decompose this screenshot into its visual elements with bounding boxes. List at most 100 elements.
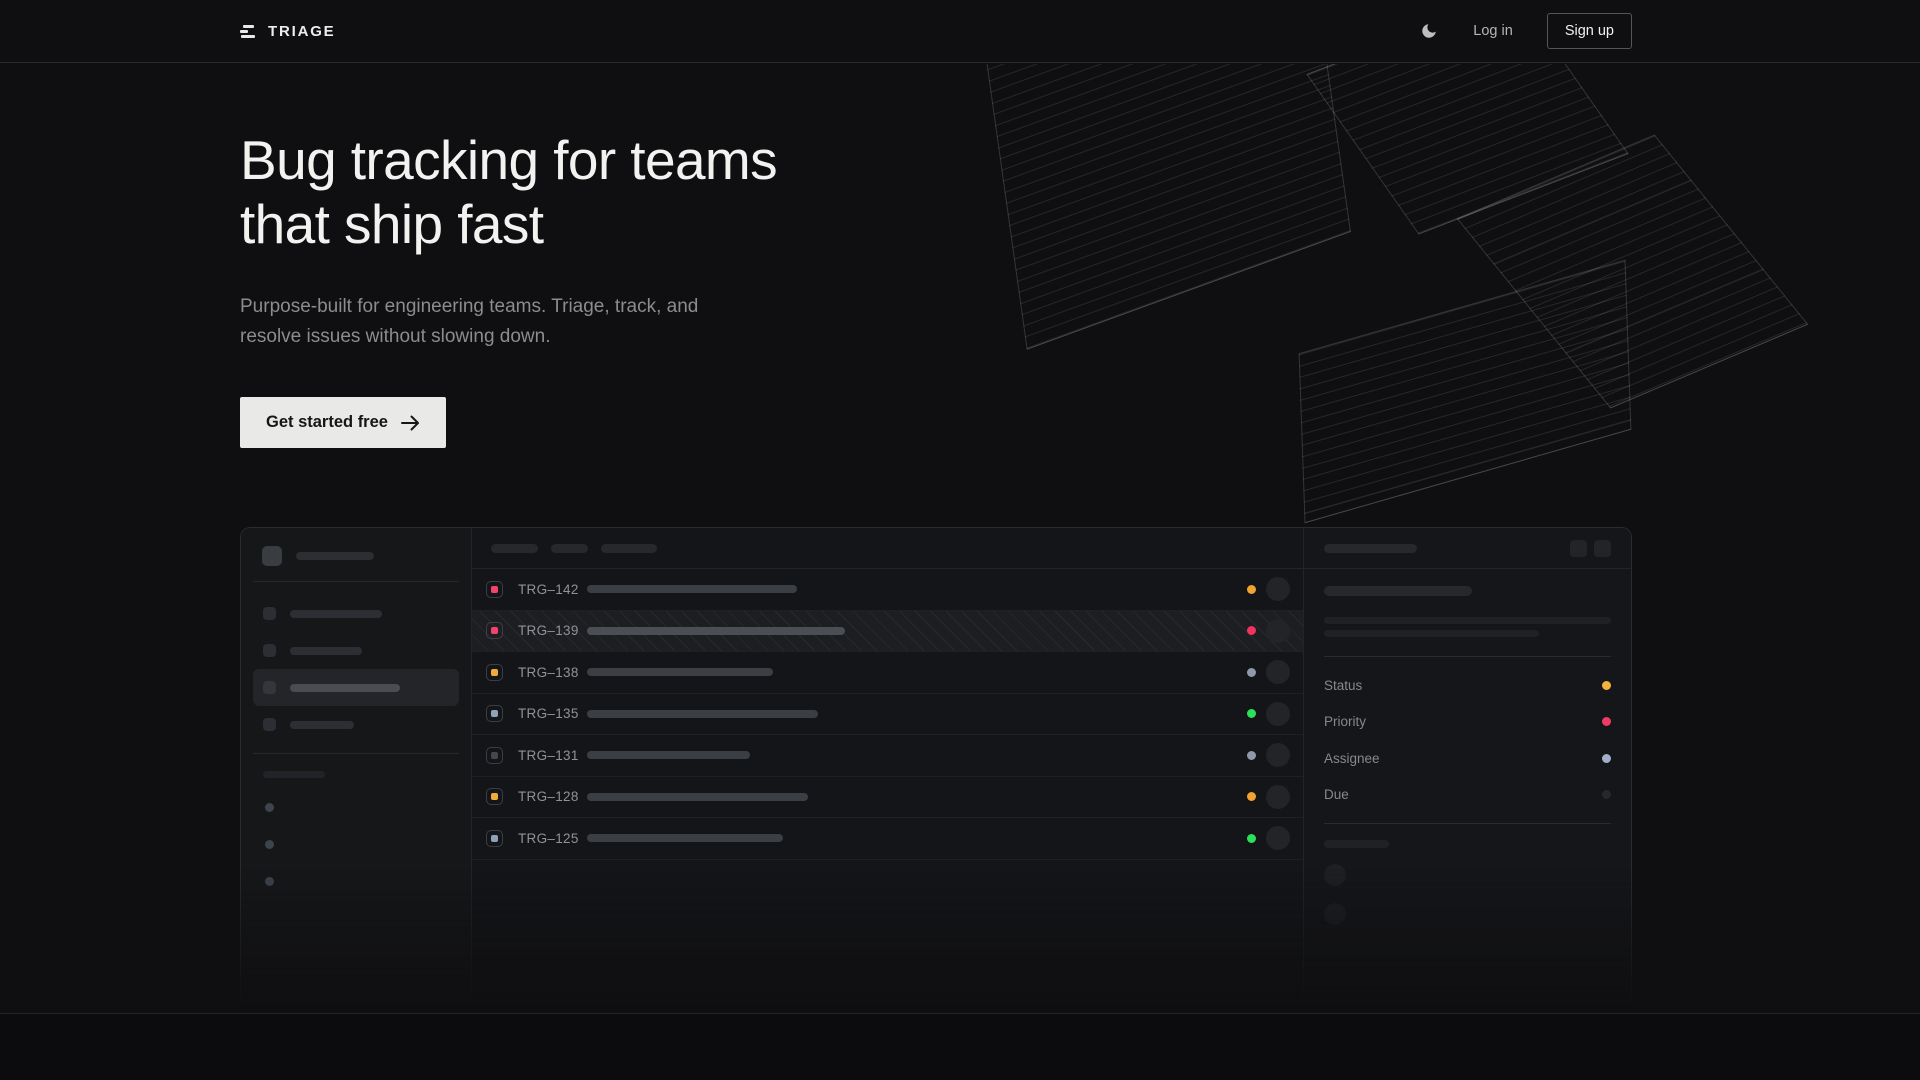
sidebar-nav-item-active [253, 669, 459, 706]
sidebar-nav-item [253, 706, 459, 743]
issue-title-skeleton [586, 834, 783, 843]
detail-title-skeleton [1324, 543, 1417, 553]
nav-icon-skeleton [263, 718, 276, 731]
sidebar-nav-item [253, 632, 459, 669]
detail-heading-skeleton [1324, 586, 1472, 596]
mockup-detail-panel: Status Priority Assignee Due [1304, 528, 1631, 1012]
field-value-dot [1602, 717, 1611, 727]
issue-row: TRG–128 [472, 777, 1303, 818]
wireframe-panel [1298, 259, 1632, 524]
detail-field-assignee: Assignee [1324, 740, 1611, 777]
mockup-sidebar [241, 528, 472, 1012]
issue-type-icon [486, 622, 503, 640]
nav-icon-skeleton [263, 607, 276, 620]
issue-row-selected: TRG–139 [472, 610, 1303, 652]
detail-divider [1324, 823, 1611, 824]
issue-status-dot [1247, 709, 1256, 719]
detail-field-due: Due [1324, 777, 1611, 814]
detail-action-skeleton [1570, 539, 1587, 557]
detail-text-skeleton [1324, 617, 1611, 624]
field-value-dot [1602, 790, 1611, 800]
arrow-right-icon [400, 415, 419, 430]
field-label: Priority [1324, 714, 1367, 730]
detail-header [1304, 528, 1631, 569]
issue-id: TRG–142 [518, 581, 579, 597]
tab-skeleton [551, 543, 588, 553]
brand-logo[interactable]: TRIAGE [240, 23, 335, 40]
issue-row: TRG–125 [472, 818, 1303, 860]
footer-section [0, 1013, 1920, 1080]
issue-type-icon [486, 746, 503, 764]
sidebar-dot [265, 877, 274, 886]
field-value-dot [1602, 680, 1611, 690]
nav-label-skeleton [290, 646, 362, 655]
detail-section-skeleton [1324, 840, 1389, 848]
issue-row: TRG–142 [472, 569, 1303, 611]
tab-skeleton [491, 543, 538, 553]
issue-type-icon [486, 663, 503, 681]
issue-type-icon [486, 705, 503, 723]
issue-title-skeleton [586, 668, 773, 677]
issue-row: TRG–138 [472, 652, 1303, 694]
hero-subtitle-line2: resolve issues without slowing down. [240, 326, 551, 347]
issue-avatar [1266, 743, 1290, 768]
nav-icon-skeleton [263, 644, 276, 657]
hero-subtitle-line1: Purpose-built for engineering teams. Tri… [240, 296, 699, 317]
issue-title-skeleton [586, 751, 750, 760]
hero-title-line1: Bug tracking for teams [240, 129, 778, 191]
detail-field-status: Status [1324, 667, 1611, 704]
get-started-label: Get started free [266, 413, 388, 431]
login-link[interactable]: Log in [1473, 23, 1513, 39]
detail-body: Status Priority Assignee Due [1304, 569, 1631, 925]
sidebar-dot [265, 840, 274, 849]
mockup-issue-list: TRG–142 TRG–139 TRG–138 TRG–135 [472, 528, 1304, 1012]
sidebar-dot [265, 803, 274, 812]
tab-skeleton [601, 543, 657, 553]
issue-title-skeleton [586, 585, 797, 594]
detail-field-priority: Priority [1324, 704, 1611, 741]
hero-title-line2: that ship fast [240, 193, 544, 255]
issue-status-dot [1247, 833, 1256, 843]
hero-subtitle: Purpose-built for engineering teams. Tri… [240, 292, 698, 352]
mockup-sidebar-nav [241, 582, 471, 753]
detail-divider [1324, 656, 1611, 657]
issue-id: TRG–128 [518, 789, 579, 805]
moon-icon [1422, 24, 1437, 38]
issue-avatar [1266, 701, 1290, 726]
field-label: Status [1324, 677, 1363, 693]
signup-button[interactable]: Sign up [1546, 13, 1632, 49]
issue-type-icon [486, 580, 503, 598]
theme-toggle[interactable] [1419, 21, 1439, 41]
detail-header-actions [1570, 539, 1611, 557]
issue-status-dot [1247, 667, 1256, 677]
nav-label-skeleton [290, 720, 354, 729]
sidebar-divider [253, 581, 459, 582]
workspace-avatar-skeleton [262, 546, 282, 566]
comment-avatar-skeleton [1324, 864, 1346, 886]
mockup-workspace-row [241, 528, 471, 581]
wireframe-panel [1306, 64, 1629, 235]
get-started-button[interactable]: Get started free [240, 397, 446, 448]
nav-icon-skeleton [263, 681, 276, 694]
issue-id: TRG–138 [518, 664, 579, 680]
field-label: Due [1324, 787, 1349, 803]
detail-text-skeleton [1324, 630, 1539, 637]
issue-avatar [1266, 784, 1290, 809]
issue-row: TRG–131 [472, 735, 1303, 777]
issue-avatar [1266, 577, 1290, 602]
field-label: Assignee [1324, 750, 1380, 766]
issue-avatar [1266, 826, 1290, 851]
issue-id: TRG–131 [518, 747, 579, 763]
nav-label-skeleton [290, 609, 382, 618]
issue-status-dot [1247, 584, 1256, 594]
detail-action-skeleton [1594, 539, 1611, 557]
issue-avatar [1266, 660, 1290, 685]
issue-avatar [1266, 618, 1290, 643]
comment-avatar-skeleton [1324, 903, 1346, 925]
issue-title-skeleton [586, 792, 808, 801]
navbar: TRIAGE Log in Sign up [0, 0, 1920, 63]
issue-type-icon [486, 829, 503, 847]
issue-status-dot [1247, 792, 1256, 802]
sidebar-divider [253, 753, 459, 754]
field-value-dot [1602, 753, 1611, 763]
